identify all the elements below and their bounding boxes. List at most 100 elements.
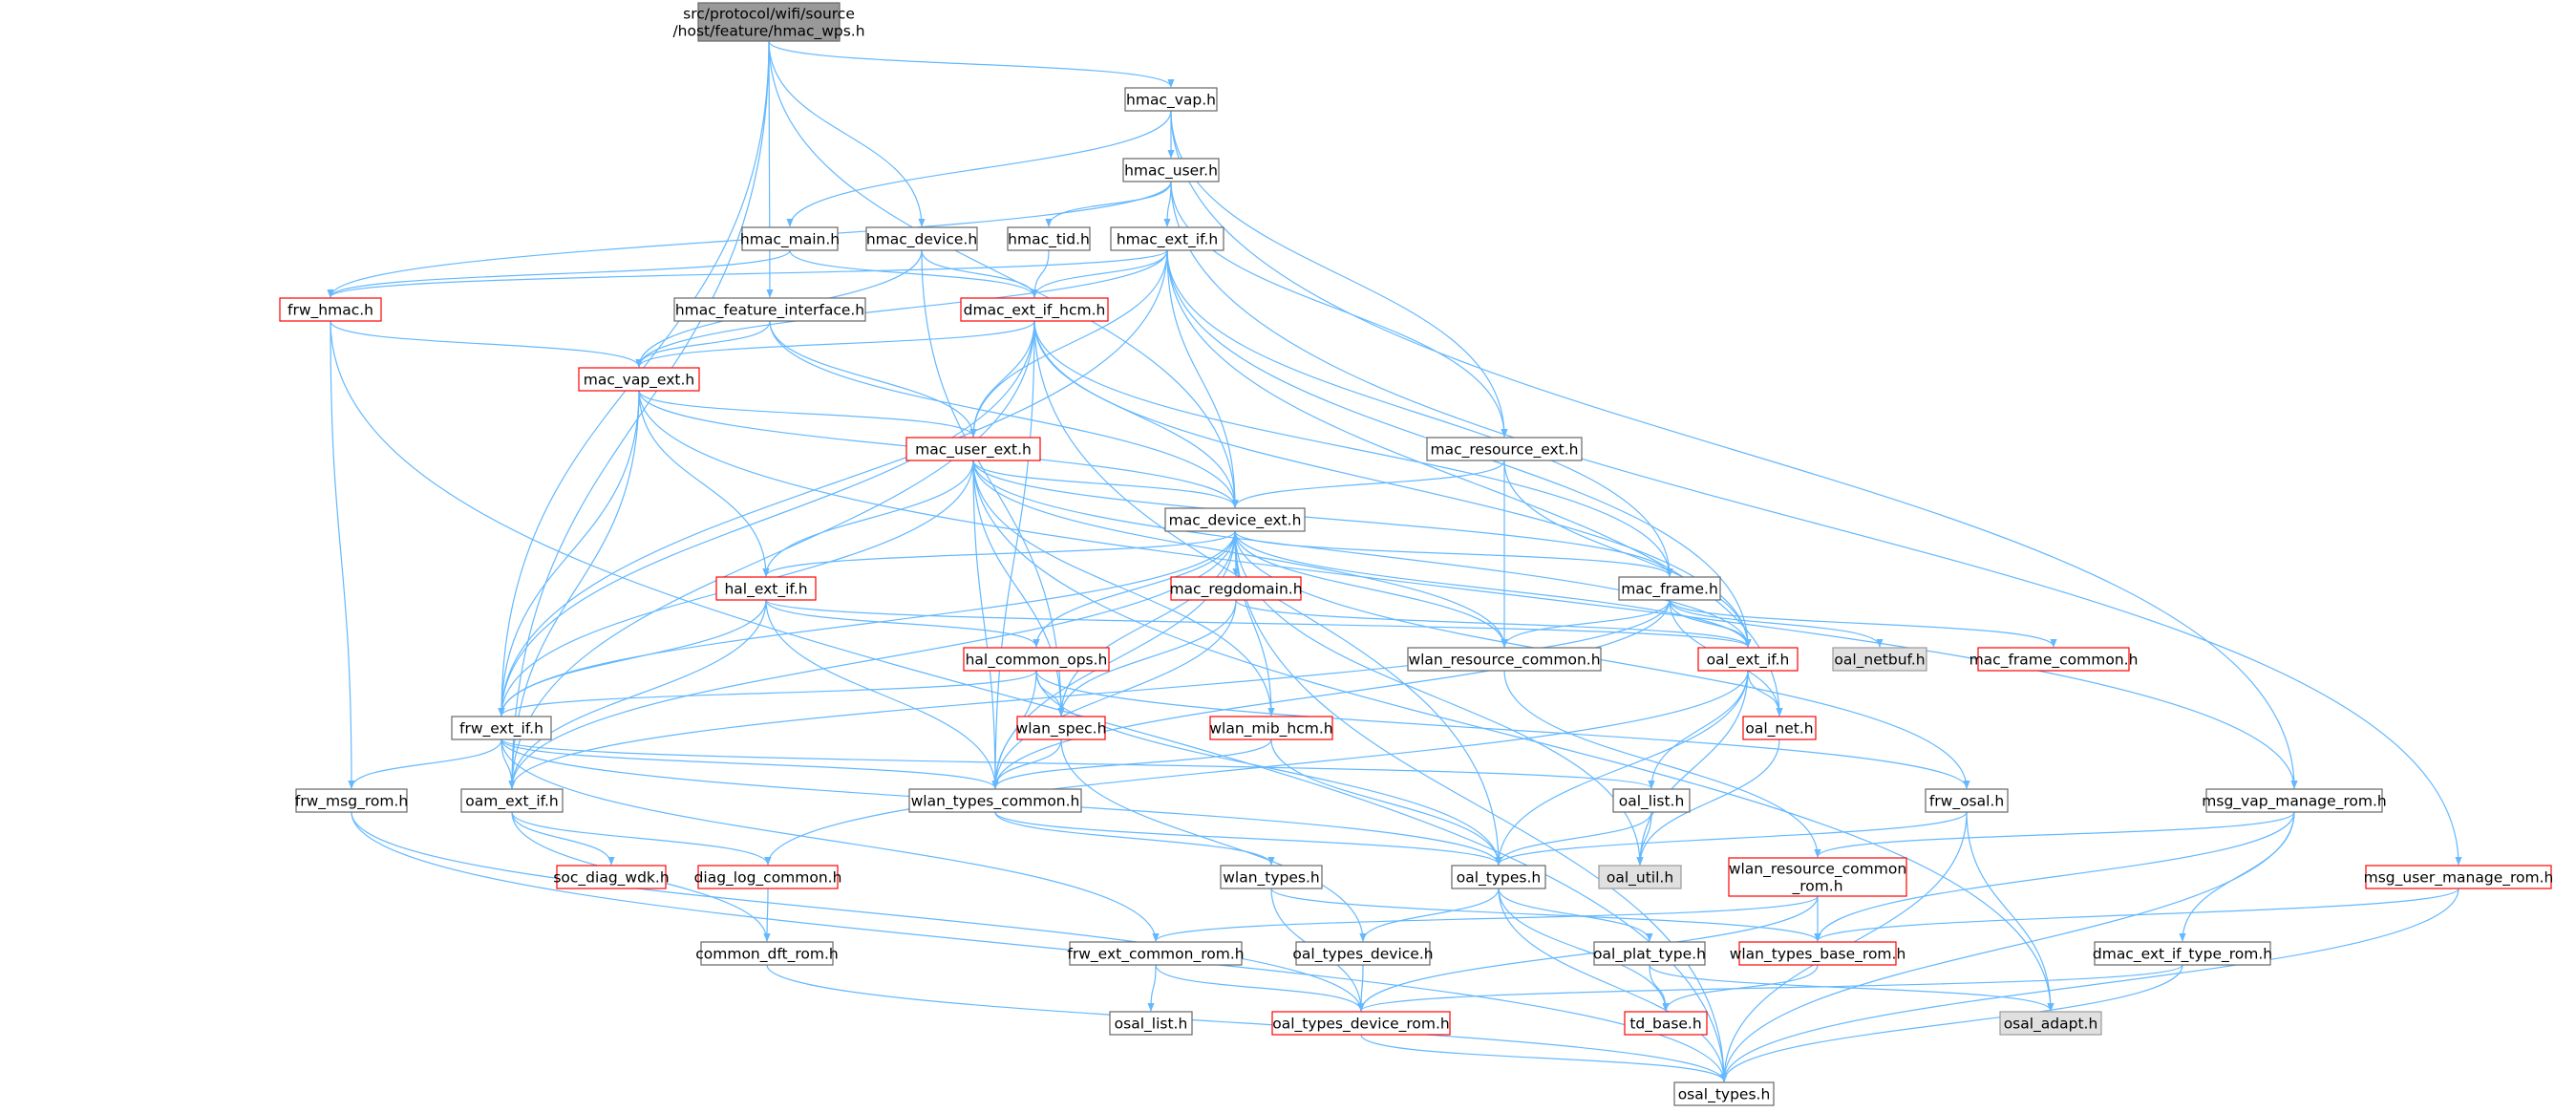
edge-mac-resource-ext-to-mac-device-ext <box>1231 460 1505 508</box>
node-wlan-mib-hcm[interactable]: wlan_mib_hcm.h <box>1209 716 1333 740</box>
node-hmac-vap[interactable]: hmac_vap.h <box>1124 87 1218 112</box>
node-label: hmac_vap.h <box>1126 92 1216 110</box>
node-box <box>578 367 700 392</box>
node-frw-ext-if[interactable]: frw_ext_if.h <box>451 716 552 740</box>
node-oal-types[interactable]: oal_types.h <box>1451 865 1546 889</box>
node-frw-osal[interactable]: frw_osal.h <box>1925 788 2009 813</box>
node-box <box>960 297 1109 322</box>
node-wlan-spec[interactable]: wlan_spec.h <box>1016 716 1107 740</box>
edge-hal-common-ops-to-frw-ext-if <box>498 670 1037 717</box>
node-hmac-main[interactable]: hmac_main.h <box>740 226 840 251</box>
node-oal-net[interactable]: oal_net.h <box>1742 716 1817 740</box>
node-box <box>295 788 408 813</box>
node-osal-types[interactable]: osal_types.h <box>1673 1081 1775 1106</box>
node-box <box>2205 788 2383 813</box>
node-td-base[interactable]: td_base.h <box>1624 1011 1708 1036</box>
edge-root-to-mac-device-ext <box>768 40 1239 508</box>
node-hmac-feature-interface[interactable]: hmac_feature_interface.h <box>673 297 866 322</box>
edge-wlan-spec-to-oal-types-device <box>1060 738 1367 942</box>
node-root[interactable]: src/protocol/wifi/source/host/feature/hm… <box>672 2 865 42</box>
node-hal-common-ops[interactable]: hal_common_ops.h <box>963 647 1110 672</box>
node-hmac-device[interactable]: hmac_device.h <box>865 226 978 251</box>
edge-mac-device-ext-to-wlan-spec <box>1057 530 1236 717</box>
node-diag-log-common[interactable]: diag_log_common.h <box>694 865 842 889</box>
node-mac-regdomain[interactable]: mac_regdomain.h <box>1169 576 1303 601</box>
edge-oal-ext-if-to-oal-net <box>1747 670 1783 717</box>
node-hmac-user[interactable]: hmac_user.h <box>1122 158 1220 182</box>
node-soc-diag-wdk[interactable]: soc_diag_wdk.h <box>553 865 670 889</box>
edge-mac-user-ext-to-osal-adapt <box>972 460 2054 1012</box>
edge-frw-ext-if-to-wlan-types-common <box>500 738 999 789</box>
edge-frw-ext-common-rom-to-osal-list <box>1147 964 1157 1012</box>
node-label: osal_list.h <box>1115 1016 1188 1034</box>
edge-dmac-ext-if-hcm-to-mac-frame <box>1033 320 1673 577</box>
node-box <box>2365 865 2552 889</box>
edge-hmac-device-to-dmac-ext-if-hcm <box>921 249 1038 298</box>
edge-mac-user-ext-to-wlan-spec <box>972 460 1065 717</box>
node-osal-list[interactable]: osal_list.h <box>1109 1011 1193 1036</box>
node-osal-adapt[interactable]: osal_adapt.h <box>1999 1011 2102 1036</box>
node-oal-netbuf[interactable]: oal_netbuf.h <box>1832 647 1927 672</box>
node-mac-frame-common[interactable]: mac_frame_common.h <box>1969 647 2139 672</box>
node-label: oal_netbuf.h <box>1834 652 1925 670</box>
node-label: osal_types.h <box>1678 1086 1771 1104</box>
node-box <box>963 647 1110 672</box>
edge-hmac-ext-if-to-oal-net <box>1166 249 1783 717</box>
edge-mac-frame-to-oam-ext-if <box>508 599 1671 789</box>
edge-frw-ext-if-to-oal-list <box>500 738 1655 789</box>
node-label: hmac_user.h <box>1124 162 1218 181</box>
node-msg-vap-manage-rom[interactable]: msg_vap_manage_rom.h <box>2202 788 2387 813</box>
node-dmac-ext-if-type-rom[interactable]: dmac_ext_if_type_rom.h <box>2093 941 2272 966</box>
node-oal-list[interactable]: oal_list.h <box>1612 788 1691 813</box>
node-oal-util[interactable]: oal_util.h <box>1598 865 1682 889</box>
edge-hmac-ext-if-to-mac-frame <box>1166 249 1673 577</box>
edge-oal-list-to-oal-util <box>1636 811 1652 866</box>
node-mac-vap-ext[interactable]: mac_vap_ext.h <box>578 367 700 392</box>
edge-mac-user-ext-to-hal-ext-if <box>762 460 974 577</box>
node-oal-types-device[interactable]: oal_types_device.h <box>1292 941 1434 966</box>
node-frw-ext-common-rom[interactable]: frw_ext_common_rom.h <box>1067 941 1245 966</box>
edge-msg-vap-manage-rom-to-wlan-resource-common-rom <box>1814 811 2295 858</box>
node-msg-user-manage-rom[interactable]: msg_user_manage_rom.h <box>2364 865 2554 889</box>
edge-hmac-main-to-frw-hmac <box>327 249 791 298</box>
node-box <box>697 2 841 42</box>
node-box <box>741 226 839 251</box>
node-label: _rom.h <box>1791 878 1842 896</box>
node-dmac-ext-if-hcm[interactable]: dmac_ext_if_hcm.h <box>960 297 1109 322</box>
node-label: wlan_types_base_rom.h <box>1730 946 1906 964</box>
node-common-dft-rom[interactable]: common_dft_rom.h <box>695 941 839 966</box>
node-label: td_base.h <box>1629 1016 1701 1034</box>
node-box <box>865 226 978 251</box>
node-mac-device-ext[interactable]: mac_device_ext.h <box>1164 507 1306 532</box>
node-hmac-tid[interactable]: hmac_tid.h <box>1007 226 1091 251</box>
node-label: oal_types_device_rom.h <box>1272 1016 1450 1034</box>
edge-msg-user-manage-rom-to-wlan-types-base-rom <box>1814 888 2459 942</box>
edge-hmac-user-to-hmac-tid <box>1045 181 1172 227</box>
node-mac-resource-ext[interactable]: mac_resource_ext.h <box>1426 437 1583 461</box>
node-oam-ext-if[interactable]: oam_ext_if.h <box>460 788 564 813</box>
node-wlan-types-base-rom[interactable]: wlan_types_base_rom.h <box>1730 941 1906 966</box>
node-oal-plat-type[interactable]: oal_plat_type.h <box>1593 941 1706 966</box>
edge-mac-frame-to-mac-frame-common <box>1669 599 2057 648</box>
node-frw-msg-rom[interactable]: frw_msg_rom.h <box>295 788 408 813</box>
node-mac-frame[interactable]: mac_frame.h <box>1618 576 1721 601</box>
node-label: frw_ext_common_rom.h <box>1067 946 1244 964</box>
node-box <box>1295 941 1431 966</box>
node-oal-types-device-rom[interactable]: oal_types_device_rom.h <box>1271 1011 1451 1036</box>
node-frw-hmac[interactable]: frw_hmac.h <box>279 297 382 322</box>
node-mac-user-ext[interactable]: mac_user_ext.h <box>905 437 1041 461</box>
node-oal-ext-if[interactable]: oal_ext_if.h <box>1697 647 1799 672</box>
node-wlan-types-common[interactable]: wlan_types_common.h <box>908 788 1082 813</box>
node-wlan-resource-common-rom[interactable]: wlan_resource_common_rom.h <box>1728 857 1907 897</box>
node-wlan-types[interactable]: wlan_types.h <box>1220 865 1323 889</box>
edge-hal-ext-if-to-wlan-types-common <box>765 599 999 789</box>
edge-frw-ext-if-to-oam-ext-if <box>500 738 516 789</box>
node-box <box>715 576 817 601</box>
node-wlan-resource-common[interactable]: wlan_resource_common.h <box>1407 647 1602 672</box>
edge-hmac-tid-to-dmac-ext-if-hcm <box>1031 249 1050 298</box>
node-box <box>1016 716 1106 740</box>
node-label: wlan_types_common.h <box>911 793 1080 811</box>
edge-mac-frame-to-wlan-types-common <box>991 599 1671 789</box>
node-hal-ext-if[interactable]: hal_ext_if.h <box>715 576 817 601</box>
node-hmac-ext-if[interactable]: hmac_ext_if.h <box>1110 226 1224 251</box>
